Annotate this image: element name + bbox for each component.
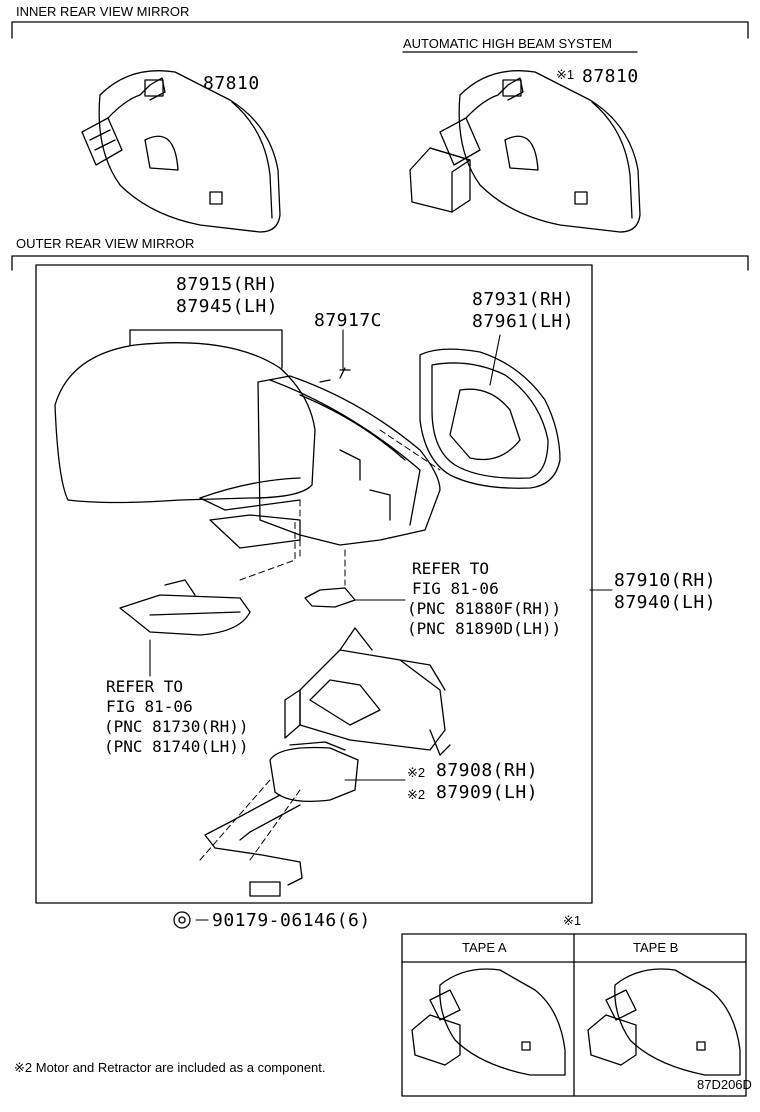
glass-lh-part-number: 87961(LH)	[472, 311, 575, 332]
tape-b-label: TAPE B	[633, 940, 679, 955]
base-drawing	[269, 741, 359, 803]
diagram-code: 87D206D	[697, 1077, 752, 1092]
outer-frame	[35, 264, 593, 904]
outer-section-bracket	[11, 255, 749, 271]
footnote: ※2 Motor and Retractor are included as a…	[14, 1060, 326, 1075]
ref2-line2: FIG 81-06	[106, 697, 193, 716]
auto-mark: ※1	[556, 67, 575, 82]
ref2-line1: REFER TO	[106, 677, 184, 696]
clip-symbol	[173, 911, 191, 929]
motor-lh-part-number: 87909(LH)	[436, 782, 539, 803]
assy-rh-part-number: 87910(RH)	[614, 570, 717, 591]
auto-mirror-part-number: 87810	[582, 66, 639, 87]
ref2-line3: (PNC 81730(RH))	[104, 717, 249, 736]
inner-mirror-drawing	[81, 70, 281, 233]
retractor-drawing	[284, 627, 451, 756]
leader-lines	[149, 329, 613, 921]
assy-lh-part-number: 87940(LH)	[614, 592, 717, 613]
motor-rh-part-number: 87908(RH)	[436, 760, 539, 781]
turn-signal-drawing	[119, 579, 251, 636]
mirror-cover-drawing	[54, 342, 316, 511]
mirror-housing-drawing	[209, 367, 441, 549]
ref1-line1: REFER TO	[412, 559, 490, 578]
glass-rh-part-number: 87931(RH)	[472, 289, 575, 310]
auto-high-beam-mirror-drawing	[409, 70, 641, 233]
wire-harness-drawing	[204, 794, 303, 897]
ref1-line2: FIG 81-06	[412, 579, 499, 598]
motor-lh-mark: ※2	[407, 787, 426, 802]
tape-b-drawing	[587, 968, 741, 1076]
clip-part-number: 90179-06146(6)	[212, 910, 371, 931]
tape-a-label: TAPE A	[462, 940, 507, 955]
cover-bracket-line	[129, 329, 283, 369]
inner-section-bracket	[11, 21, 749, 39]
cover-lh-part-number: 87945(LH)	[176, 296, 279, 317]
ref1-line4: (PNC 81890D(LH))	[407, 619, 562, 638]
assembly-dashed-lines	[199, 429, 441, 861]
outer-section-title: OUTER REAR VIEW MIRROR	[16, 236, 195, 251]
motor-rh-mark: ※2	[407, 765, 426, 780]
inner-section-title: INNER REAR VIEW MIRROR	[16, 4, 190, 19]
screw-part-number: 87917C	[314, 310, 383, 331]
cover-rh-part-number: 87915(RH)	[176, 274, 279, 295]
tape-a-drawing	[411, 968, 566, 1076]
tape-panel-frame	[401, 933, 747, 1097]
mirror-glass-drawing	[419, 348, 561, 489]
ref1-line3: (PNC 81880F(RH))	[407, 599, 562, 618]
inner-mirror-part-number: 87810	[203, 73, 260, 94]
auto-high-beam-title: AUTOMATIC HIGH BEAM SYSTEM	[403, 36, 612, 51]
ref2-line4: (PNC 81740(LH))	[104, 737, 249, 756]
tape-mark: ※1	[563, 913, 582, 928]
side-lamp-small	[304, 587, 356, 608]
